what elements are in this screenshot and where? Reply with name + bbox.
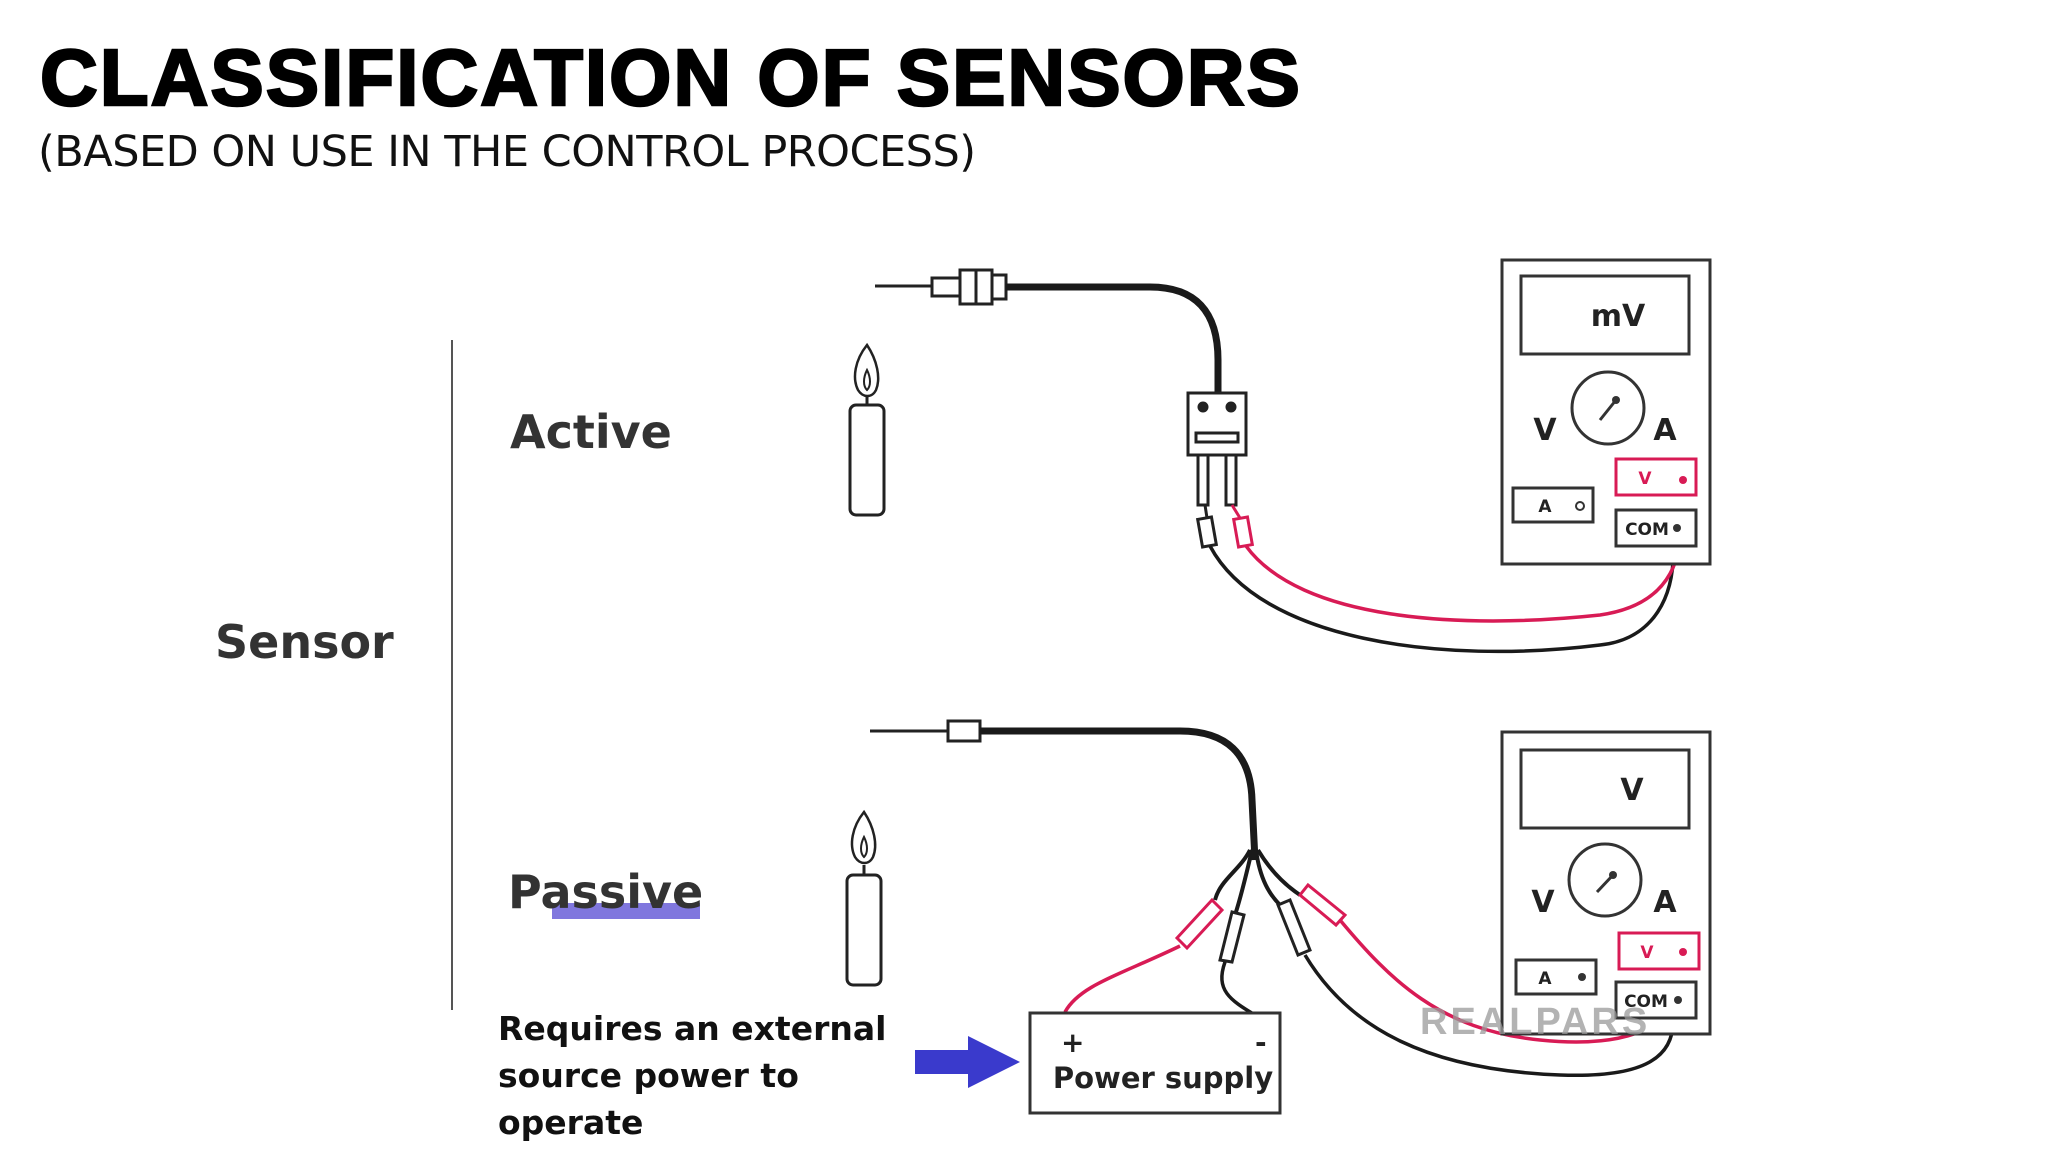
black-wire-to-supply bbox=[1220, 961, 1256, 1017]
power-supply-label: Power supply bbox=[1053, 1061, 1273, 1095]
clip-3 bbox=[1276, 898, 1312, 957]
power-supply-plus: + bbox=[1061, 1026, 1084, 1059]
port-v-active: V bbox=[1638, 469, 1652, 489]
meter-v-label-passive: V bbox=[1531, 885, 1555, 920]
sensor-label: Sensor bbox=[215, 615, 394, 669]
meter-display-active: mV bbox=[1591, 299, 1646, 334]
thermocouple-probe bbox=[875, 268, 1008, 306]
multimeter-active: mV V A A V COM bbox=[1500, 258, 1712, 566]
black-clip bbox=[1195, 504, 1219, 549]
active-label: Active bbox=[510, 405, 672, 459]
connector-plug bbox=[1186, 391, 1248, 507]
page-subtitle: (BASED ON USE IN THE CONTROL PROCESS) bbox=[38, 127, 976, 177]
clip-4 bbox=[1297, 882, 1348, 928]
passive-label: Passive bbox=[508, 865, 703, 919]
red-wire-to-supply bbox=[1063, 944, 1181, 1013]
passive-probe-cable bbox=[980, 727, 1259, 861]
port-a-active: A bbox=[1538, 497, 1552, 517]
multimeter-passive: V V A A V COM bbox=[1500, 730, 1712, 1036]
cable-fanout bbox=[1213, 848, 1302, 916]
port-com-passive: COM bbox=[1624, 992, 1668, 1012]
meter-a-label-active: A bbox=[1653, 413, 1677, 448]
clip-2 bbox=[1218, 910, 1246, 964]
meter-a-label-passive: A bbox=[1653, 885, 1677, 920]
note-line-3: operate bbox=[498, 1103, 643, 1142]
meter-display-passive: V bbox=[1620, 773, 1644, 808]
note-line-2: source power to bbox=[498, 1056, 799, 1095]
black-wire-to-meter bbox=[1303, 954, 1675, 1078]
arrow-icon bbox=[915, 1036, 1020, 1088]
power-supply: + - Power supply bbox=[1028, 1011, 1282, 1115]
page-title: CLASSIFICATION OF SENSORS bbox=[39, 33, 1302, 122]
port-v-passive: V bbox=[1640, 943, 1654, 963]
candle-icon bbox=[848, 342, 886, 517]
realpars-logo: REALPARS bbox=[1420, 1001, 1650, 1043]
passive-highlight bbox=[552, 903, 700, 919]
candle-icon bbox=[845, 809, 883, 987]
black-wire-active bbox=[1208, 529, 1675, 654]
port-a-passive: A bbox=[1538, 969, 1552, 989]
port-com-active: COM bbox=[1625, 520, 1669, 540]
dial-icon bbox=[1567, 842, 1643, 918]
meter-v-label-active: V bbox=[1533, 413, 1557, 448]
probe-cable bbox=[1006, 283, 1222, 395]
red-clip bbox=[1230, 504, 1255, 549]
passive-probe bbox=[870, 719, 982, 743]
note-line-1: Requires an external bbox=[498, 1009, 886, 1048]
power-supply-minus: - bbox=[1255, 1026, 1267, 1059]
clip-1 bbox=[1174, 897, 1225, 951]
